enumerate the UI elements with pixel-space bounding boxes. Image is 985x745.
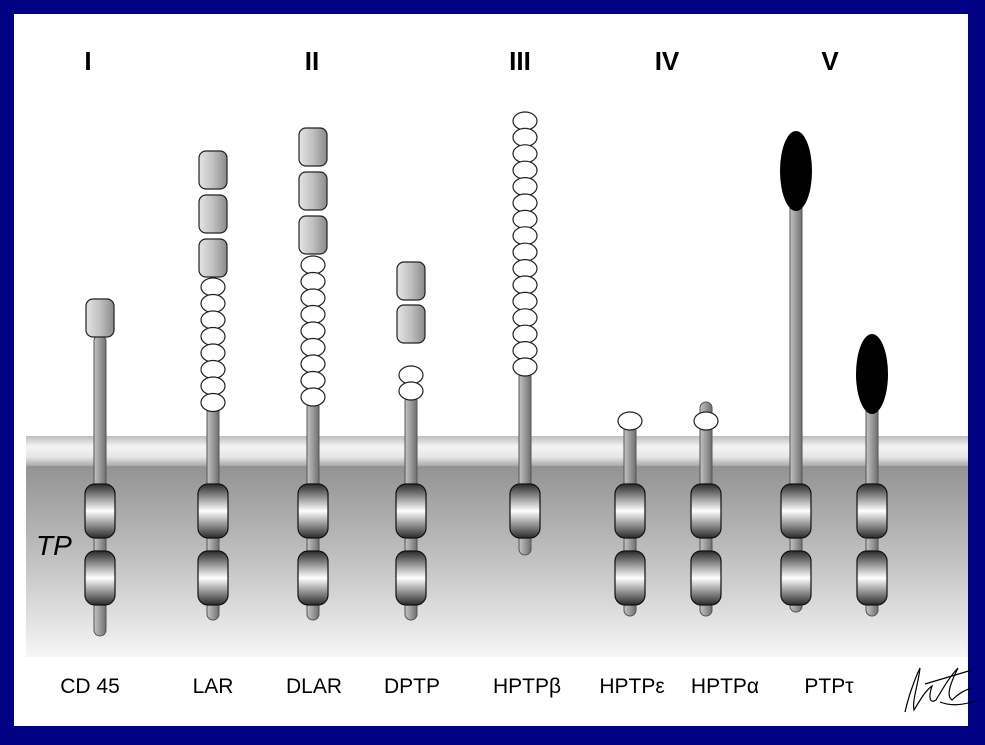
hptp-beta-fn-domain <box>513 342 537 360</box>
hptp-alpha-fn-domain <box>694 412 718 430</box>
hptp-beta-fn-domain <box>513 292 537 310</box>
ptp-tau-short-mam-domain <box>856 334 888 414</box>
hptp-beta-fn-domain <box>513 260 537 278</box>
class-label-iv: IV <box>655 46 680 76</box>
hptp-beta-fn-domain <box>513 243 537 261</box>
hptp-beta-fn-domain <box>513 128 537 146</box>
cytoplasm-region <box>26 452 968 657</box>
hptp-beta-fn-domain <box>513 194 537 212</box>
class-label-ii: II <box>305 46 319 76</box>
protein-label-lar: LAR <box>193 675 234 698</box>
cd45-ig-domain <box>86 299 114 337</box>
dlar-ig-domain <box>299 128 327 166</box>
hptp-alpha-phosphatase-domain <box>691 484 721 538</box>
dptp-fn-domain <box>399 366 423 384</box>
dptp-ig-domain <box>397 262 425 300</box>
hptp-beta-fn-domain <box>513 178 537 196</box>
dlar-fn-domain <box>301 372 325 390</box>
ptp-tau-short-phosphatase-domain <box>857 484 887 538</box>
hptp-beta-fn-domain <box>513 161 537 179</box>
dlar-ig-domain <box>299 216 327 254</box>
dlar-fn-domain <box>301 322 325 340</box>
dlar-fn-domain <box>301 289 325 307</box>
dlar-ig-domain <box>299 172 327 210</box>
dlar-fn-domain <box>301 256 325 274</box>
ptp-tau-long-stalk <box>790 200 802 612</box>
lar-ig-domain <box>199 195 227 233</box>
dlar-fn-domain <box>301 355 325 373</box>
protein-label-dlar: DLAR <box>286 675 342 698</box>
hptp-epsilon-fn-domain <box>618 412 642 430</box>
hptp-beta-fn-domain <box>513 358 537 376</box>
hptp-beta-fn-domain <box>513 210 537 228</box>
protein-label-hptp-beta: HPTPβ <box>493 675 561 698</box>
lar-fn-domain <box>201 377 225 395</box>
lar-phosphatase-domain <box>198 551 228 605</box>
class-label-i: I <box>84 46 91 76</box>
lar-ig-domain <box>199 151 227 189</box>
lar-fn-domain <box>201 278 225 296</box>
hptp-beta-fn-domain <box>513 145 537 163</box>
hptp-beta-fn-domain <box>513 227 537 245</box>
protein-label-cd45: CD 45 <box>60 675 120 698</box>
lar-ig-domain <box>199 239 227 277</box>
dlar-phosphatase-domain <box>298 484 328 538</box>
class-label-v: V <box>821 46 839 76</box>
protein-label-hptp-epsilon: HPTPε <box>599 675 664 698</box>
tp-side-label: TP <box>36 530 72 561</box>
cd45-phosphatase-domain <box>85 484 115 538</box>
hptp-beta-fn-domain <box>513 325 537 343</box>
hptp-beta-fn-domain <box>513 309 537 327</box>
protein-label-hptp-alpha: HPTPα <box>691 675 759 698</box>
protein-label-ptp-tau: PTPτ <box>804 675 854 698</box>
lar-fn-domain <box>201 344 225 362</box>
lar-fn-domain <box>201 295 225 313</box>
protein-label-dptp: DPTP <box>384 675 440 698</box>
dlar-phosphatase-domain <box>298 551 328 605</box>
hptp-beta-phosphatase-domain <box>510 484 540 538</box>
hptp-beta-fn-domain <box>513 112 537 130</box>
ptp-tau-long-mam-domain <box>780 131 812 211</box>
hptp-epsilon-phosphatase-domain <box>615 551 645 605</box>
dptp-fn-domain <box>399 382 423 400</box>
lar-fn-domain <box>201 311 225 329</box>
hptp-epsilon-phosphatase-domain <box>615 484 645 538</box>
lar-phosphatase-domain <box>198 484 228 538</box>
cell-membrane <box>26 436 968 466</box>
lar-fn-domain <box>201 361 225 379</box>
ptp-tau-short-phosphatase-domain <box>857 551 887 605</box>
ptp-tau-long-phosphatase-domain <box>781 551 811 605</box>
hptp-beta-fn-domain <box>513 276 537 294</box>
dptp-phosphatase-domain <box>396 484 426 538</box>
dlar-fn-domain <box>301 388 325 406</box>
dlar-fn-domain <box>301 339 325 357</box>
dlar-fn-domain <box>301 273 325 291</box>
cd45-phosphatase-domain <box>85 551 115 605</box>
lar-fn-domain <box>201 328 225 346</box>
dptp-ig-domain <box>397 305 425 343</box>
dptp-phosphatase-domain <box>396 551 426 605</box>
hptp-alpha-phosphatase-domain <box>691 551 721 605</box>
class-label-iii: III <box>509 46 531 76</box>
dlar-fn-domain <box>301 306 325 324</box>
ptp-tau-long-phosphatase-domain <box>781 484 811 538</box>
lar-fn-domain <box>201 394 225 412</box>
